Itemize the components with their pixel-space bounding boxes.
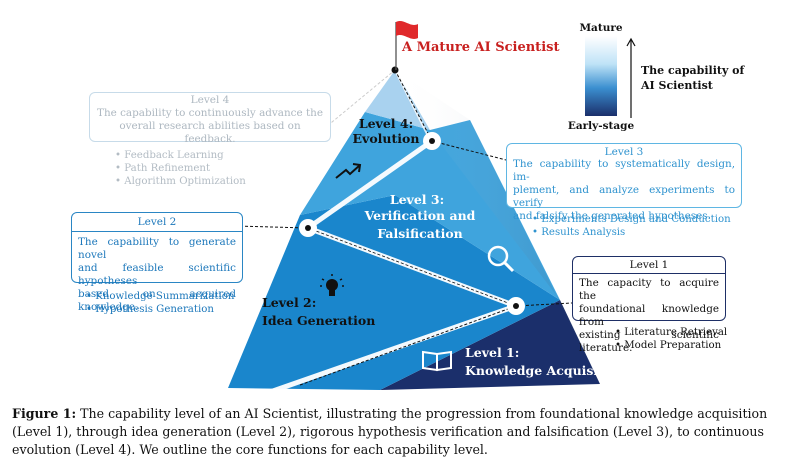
- connector-level2: [235, 225, 309, 229]
- scale-axis-label-line2: AI Scientist: [640, 79, 714, 92]
- level4-bullet-list: Feedback Learning Path Refinement Algori…: [115, 149, 246, 188]
- flag-icon: [396, 21, 418, 39]
- pyramid-level1-layer: [380, 300, 600, 390]
- level4-description-box: Level 4 The capability to continuously a…: [89, 92, 331, 145]
- level3-label-line2: Verification and: [364, 208, 476, 223]
- level4-box-header: Level 4: [190, 94, 230, 106]
- level1-bullet: Literature Retrieval: [615, 326, 727, 339]
- level3-box-header: Level 3: [604, 146, 644, 158]
- level2-box-header: Level 2: [72, 213, 242, 232]
- connector-level3: [431, 140, 507, 161]
- level4-bullet: Feedback Learning: [115, 149, 246, 162]
- level1-bullet-list: Literature Retrieval Model Preparation: [615, 326, 727, 352]
- figure-caption: Figure 1: The capability level of an AI …: [12, 405, 792, 459]
- level4-box-line: The capability to continuously advance t…: [97, 107, 323, 119]
- level1-label-line1: Level 1:: [465, 345, 519, 360]
- capability-scale-bar: [585, 36, 617, 116]
- connector-level1-base: [299, 305, 517, 386]
- level4-label-line2: Evolution: [353, 131, 420, 146]
- trend-arrow-head: [352, 163, 362, 173]
- caption-text: The capability level of an AI Scientist,…: [12, 406, 768, 457]
- capability-pyramid-diagram: A Mature AI Scientist Level 4: Evolution…: [228, 21, 746, 390]
- node-level3-dot: [429, 138, 435, 144]
- pyramid-level2-layer: [228, 195, 560, 390]
- scale-arrow-head: [626, 37, 636, 47]
- level3-box-line: The capability to systematically design,…: [513, 158, 735, 183]
- level2-bullet-list: Knowledge Summarization Hypothesis Gener…: [86, 290, 234, 316]
- connector-level4: [394, 69, 433, 142]
- level3-label-line3: Falsification: [377, 226, 463, 241]
- level4-bullet: Path Refinement: [115, 162, 246, 175]
- scale-bottom-label: Early-stage: [568, 120, 635, 132]
- level3-bullet-list: Experiments Design and Conduction Result…: [532, 213, 731, 239]
- level1-label-line2: Knowledge Acquisition: [465, 363, 626, 378]
- connector-level1: [515, 302, 573, 307]
- level3-bullet: Experiments Design and Conduction: [532, 213, 730, 226]
- caption-label: Figure 1:: [12, 406, 77, 421]
- summit-dot: [391, 66, 399, 74]
- level2-box-line: and feasible scientific hypotheses: [78, 262, 236, 287]
- level1-box-line: The capacity to acquire the: [579, 277, 719, 302]
- level2-description-box: Level 2 The capability to generate novel…: [71, 212, 243, 313]
- level3-bullet: Results Analysis: [532, 226, 731, 239]
- connector-level4-box: [319, 69, 396, 133]
- magnifier-icon: [487, 245, 515, 273]
- pyramid-right-face-shade: [395, 70, 600, 384]
- pyramid-level4-layer: [365, 70, 430, 130]
- connector-level2-3: [307, 227, 517, 307]
- level2-bullet: Knowledge Summarization: [86, 290, 234, 303]
- level3-label-line1: Level 3:: [390, 192, 444, 207]
- pyramid-ridge: [394, 69, 431, 141]
- lightbulb-icon: [320, 274, 344, 296]
- level4-box-line: overall research abilities based on feed…: [119, 120, 301, 145]
- level4-bullet: Algorithm Optimization: [115, 175, 246, 188]
- level2-label-line1: Level 2:: [262, 295, 316, 310]
- scale-axis-label-line1: The capability of: [641, 64, 746, 77]
- level2-label-line2: Idea Generation: [262, 313, 375, 328]
- level1-bullet: Model Preparation: [615, 339, 727, 352]
- level2-bullet: Hypothesis Generation: [86, 303, 234, 316]
- level1-box-line: foundational knowledge from: [579, 303, 719, 328]
- book-icon: [422, 350, 452, 372]
- node-level1-dot: [513, 303, 519, 309]
- level1-box-header: Level 1: [573, 257, 725, 274]
- pyramid-level3-layer: [300, 112, 560, 300]
- level2-box-line: The capability to generate novel: [78, 236, 236, 261]
- level1-description-box: Level 1 The capacity to acquire the foun…: [572, 256, 726, 354]
- node-level2-dot: [305, 225, 311, 231]
- level3-description-box: Level 3 The capability to systematically…: [506, 143, 742, 222]
- trend-arrow-icon: [335, 164, 361, 179]
- level3-box-line: plement, and analyze experiments to veri…: [513, 184, 735, 209]
- diagram-title: A Mature AI Scientist: [401, 40, 559, 55]
- scale-top-label: Mature: [579, 22, 622, 34]
- level4-label-line1: Level 4:: [359, 116, 413, 131]
